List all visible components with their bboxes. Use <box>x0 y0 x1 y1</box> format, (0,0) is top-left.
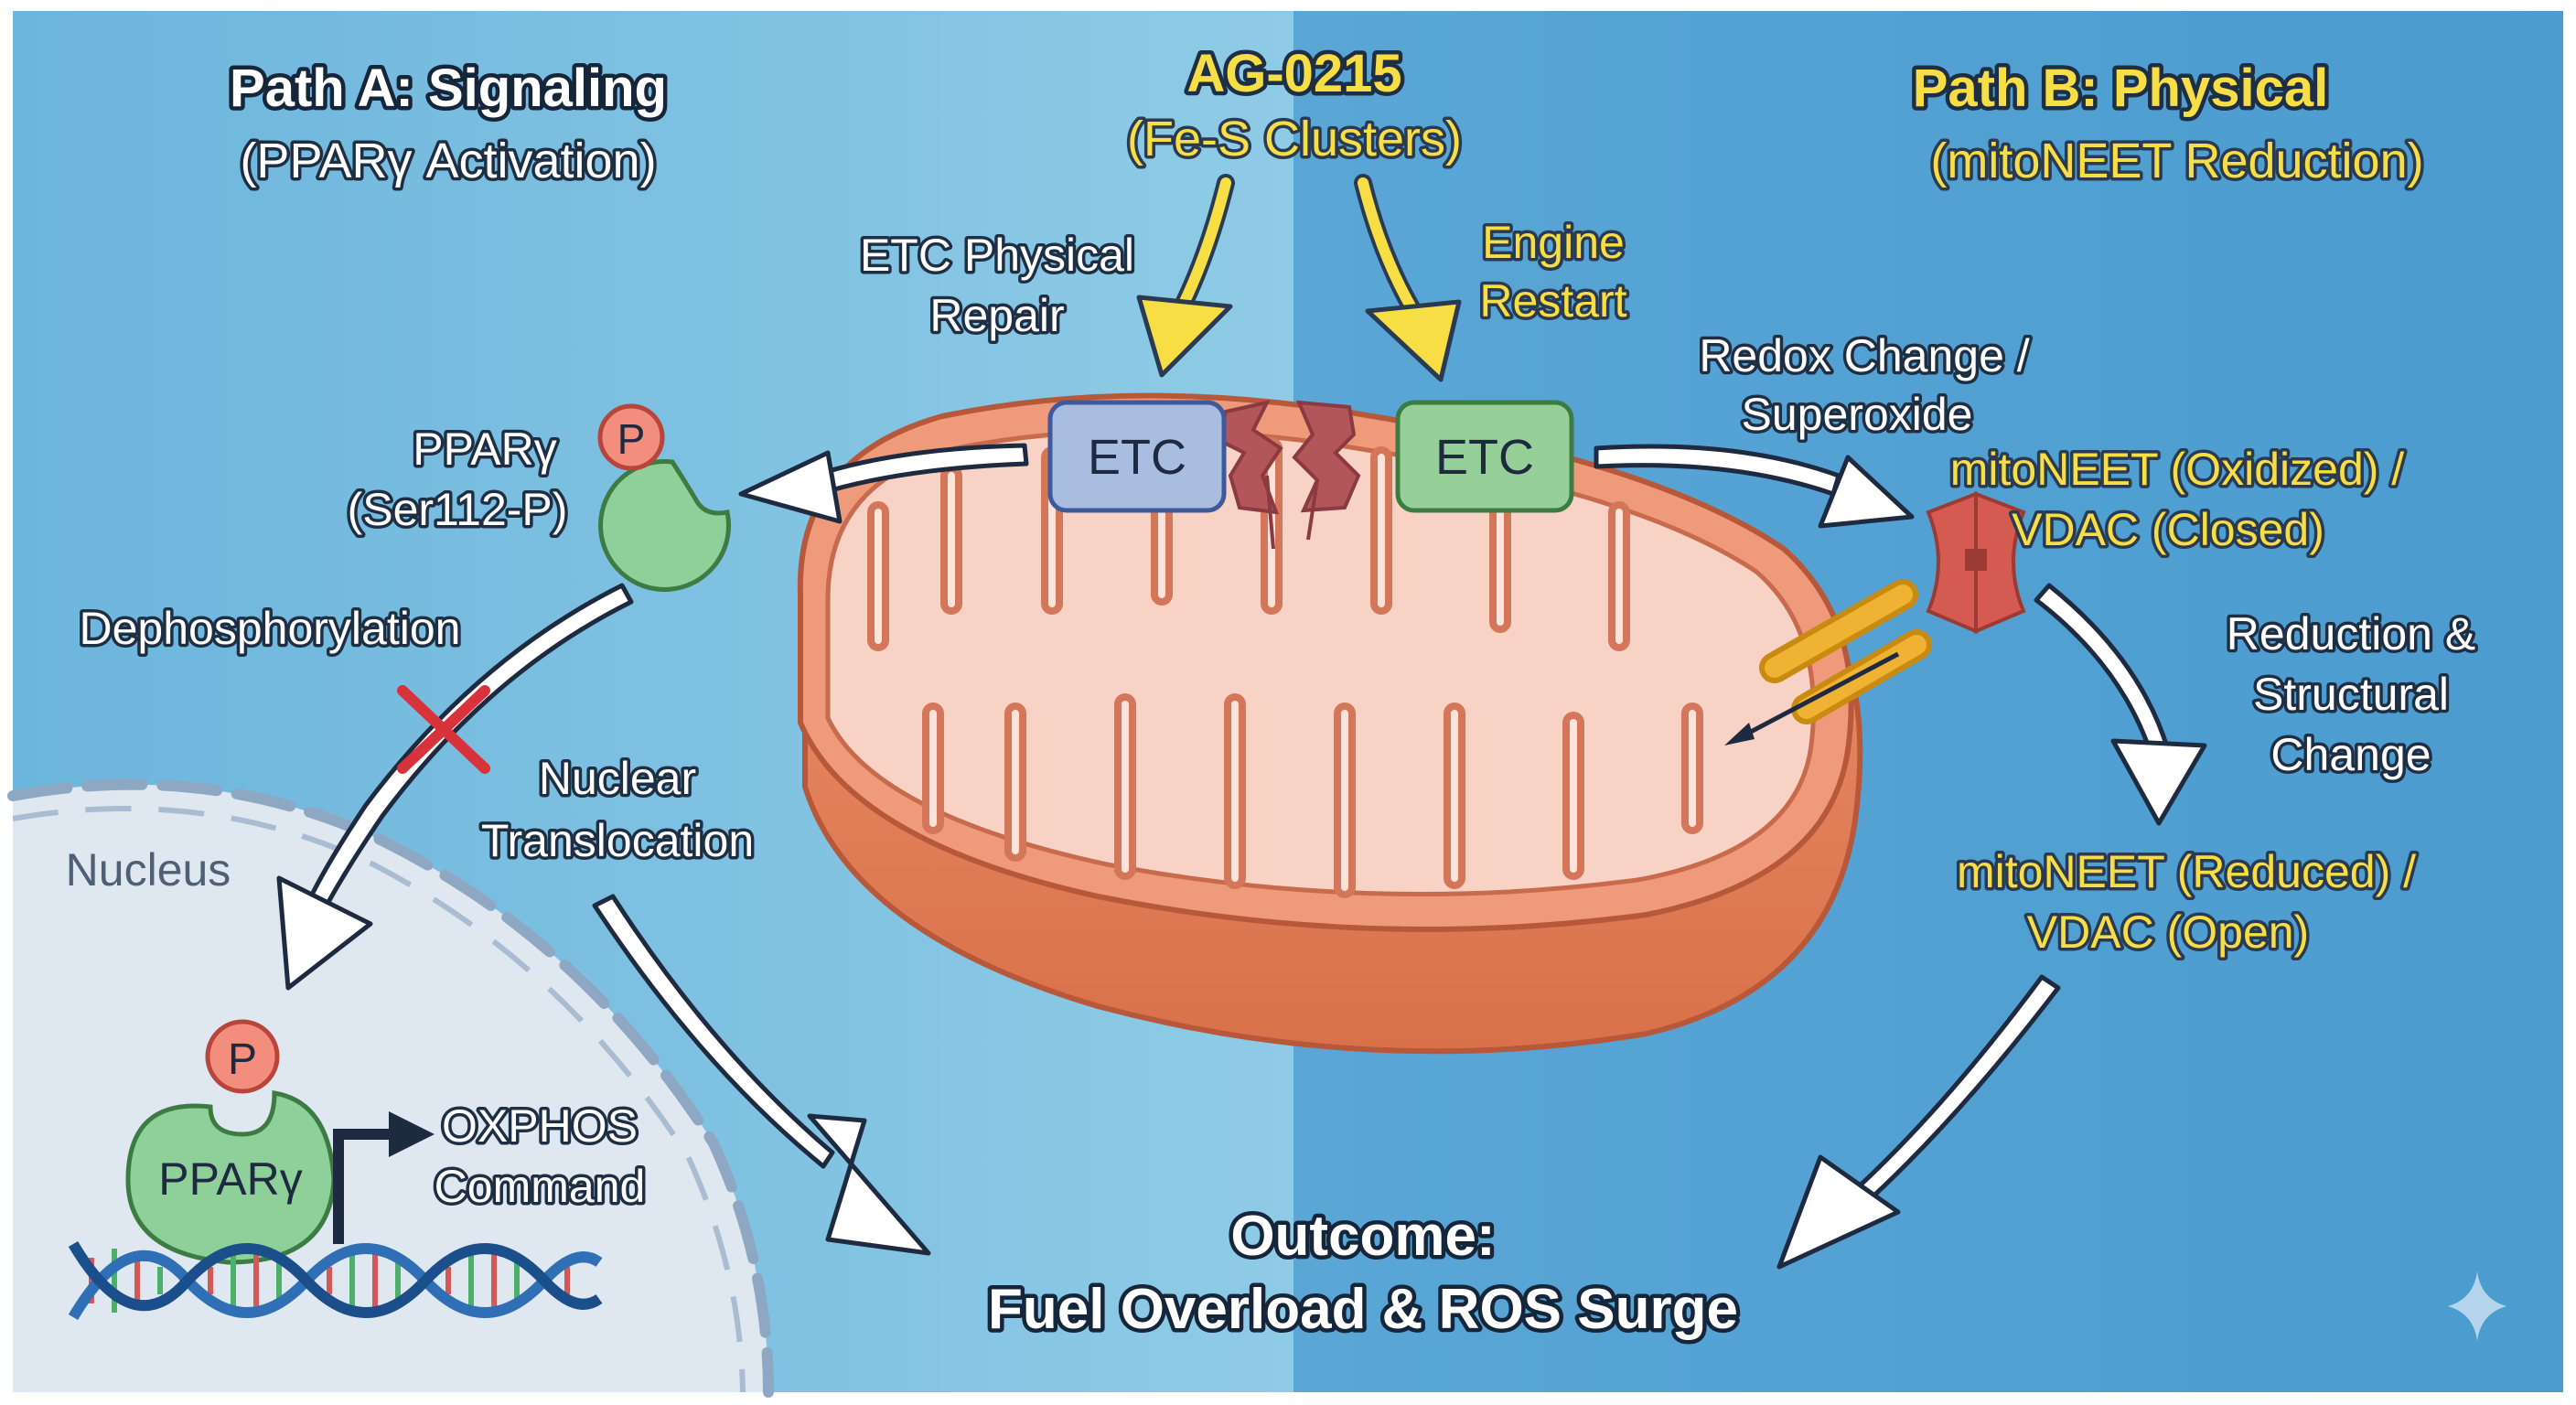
phospho-label: P <box>617 415 646 463</box>
reduced-line-2: VDAC (Open) <box>2027 906 2309 958</box>
dephos-label: Dephosphorylation <box>80 603 461 654</box>
redox-line-1: Redox Change / <box>1699 330 2029 381</box>
etc-right-box <box>1395 400 1574 513</box>
reduction-line-1: Reduction & <box>2227 608 2475 660</box>
reduction-line-2: Structural <box>2253 669 2449 720</box>
vdac-closed-channel <box>1926 491 2026 635</box>
oxphos-line-1: OXPHOS <box>442 1100 638 1152</box>
dna-helix-icon <box>68 1240 603 1321</box>
nuclear-phospho-badge-icon <box>205 1019 280 1094</box>
path-b-title: Path B: Physical <box>1913 59 2328 118</box>
flow-arrows <box>276 443 2207 1270</box>
reduction-line-3: Change <box>2270 729 2431 780</box>
compound-arrows <box>1136 174 1462 382</box>
phospho-badge-icon <box>597 403 665 471</box>
oxidized-line-2: VDAC (Closed) <box>2012 504 2324 555</box>
etc-right-label: ETC <box>1435 430 1534 485</box>
arrow-to-etc-right <box>1365 299 1462 382</box>
path-a-subtitle: (PPARγ Activation) <box>240 134 656 188</box>
nuclear-ppar-label: PPARγ <box>158 1153 302 1205</box>
translocation-line-1: Nuclear <box>539 753 696 804</box>
etc-left-label: ETC <box>1088 430 1186 485</box>
reduced-line-1: mitoNEET (Reduced) / <box>1957 846 2416 897</box>
oxidized-line-1: mitoNEET (Oxidized) / <box>1950 444 2405 495</box>
compound-sub: (Fe-S Clusters) <box>1127 112 1462 166</box>
arrow-etc-to-ppar-head <box>738 450 843 524</box>
transcription-start-icon <box>333 1111 435 1244</box>
arrow-to-etc-left <box>1136 295 1233 378</box>
arrow-etc-to-vdac-head <box>1818 455 1915 529</box>
ppar-cytoplasm-receptor: P <box>597 403 732 592</box>
sparkle-icon <box>2448 1271 2506 1341</box>
nuclear-phospho-label: P <box>228 1035 257 1084</box>
oxphos-line-2: Command <box>435 1161 646 1212</box>
etc-complex: ETC ETC <box>1047 400 1574 550</box>
ppar-cyto-site: (Ser112-P) <box>348 484 568 535</box>
path-b-subtitle: (mitoNEET Reduction) <box>1930 134 2423 188</box>
outcome-line-1: Outcome: <box>1230 1205 1495 1268</box>
nucleus-label: Nucleus <box>66 844 231 896</box>
broken-link-left <box>1214 400 1283 515</box>
path-a-title: Path A: Signaling <box>230 59 667 118</box>
outcome-line-2: Fuel Overload & ROS Surge <box>988 1278 1738 1341</box>
translocation-line-2: Translocation <box>481 815 754 866</box>
etc-right-caption-1: Engine <box>1482 217 1625 268</box>
etc-right-caption-2: Restart <box>1479 275 1626 327</box>
etc-left-box <box>1047 400 1227 513</box>
etc-left-caption-1: ETC Physical <box>860 230 1134 281</box>
mitochondrion <box>797 392 1863 1055</box>
broken-link-right <box>1292 400 1361 513</box>
compound-name: AG-0215 <box>1186 44 1401 103</box>
ppar-cyto-name: PPARγ <box>413 424 556 475</box>
mitoneet-insert <box>1724 579 1932 745</box>
ppar-nuclear-receptor: P PPARγ <box>125 1019 337 1265</box>
dephosphorylation-block-icon <box>397 685 490 774</box>
redox-line-2: Superoxide <box>1742 389 1973 440</box>
etc-left-caption-2: Repair <box>929 290 1064 341</box>
